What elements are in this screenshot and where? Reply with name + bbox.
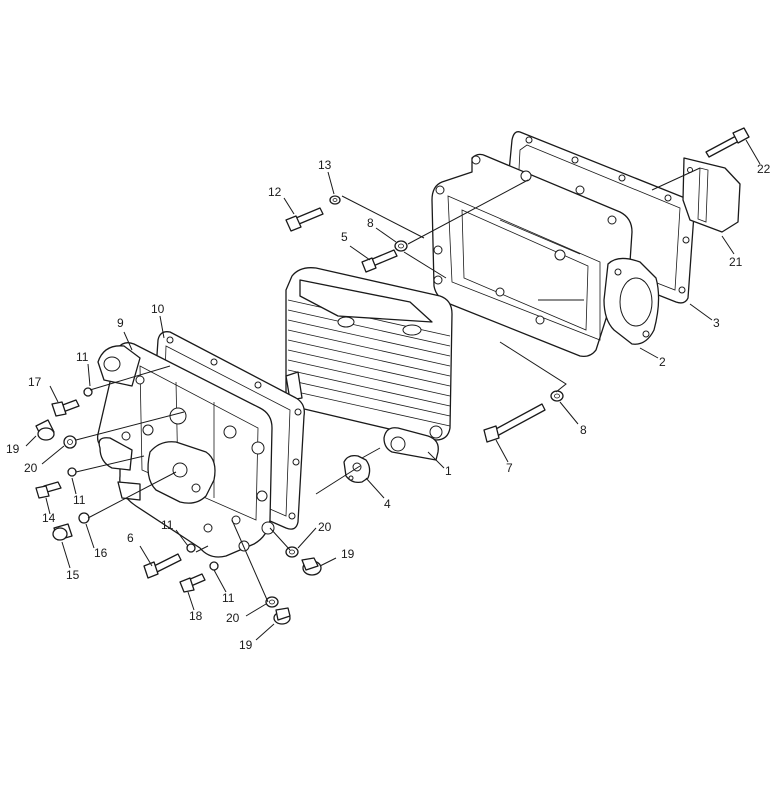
callout-20-b: 20 [318, 520, 332, 534]
callout-7: 7 [506, 461, 513, 475]
bolt-17 [51, 399, 80, 417]
front-housing [96, 342, 275, 558]
callout-11-a: 11 [76, 350, 89, 364]
callout-8-upper: 8 [367, 216, 374, 230]
washer-20-b [285, 546, 299, 558]
callout-14: 14 [42, 511, 56, 525]
washer-13 [329, 195, 341, 205]
callout-12: 12 [268, 185, 282, 199]
washer-8-upper [394, 240, 408, 252]
washer-11-a [83, 387, 93, 397]
washer-8-lower [550, 390, 564, 402]
callout-15: 15 [66, 568, 80, 582]
callout-6: 6 [127, 531, 134, 545]
callout-11-c: 11 [161, 518, 174, 532]
bolt-18 [179, 573, 206, 593]
washer-11-b [67, 467, 77, 477]
callout-1: 1 [445, 464, 452, 478]
callout-19-b: 19 [341, 547, 355, 561]
callout-3: 3 [713, 316, 720, 330]
gasket-4 [343, 454, 371, 484]
oil-cooler-core [285, 267, 453, 461]
callout-8-lower: 8 [580, 423, 587, 437]
callout-5: 5 [341, 230, 348, 244]
callout-2: 2 [659, 355, 666, 369]
callout-20-a: 20 [24, 461, 38, 475]
bolt-22 [705, 127, 750, 158]
bolt-7 [483, 403, 546, 443]
callout-17: 17 [28, 375, 42, 389]
callout-10: 10 [151, 302, 165, 316]
callout-16: 16 [94, 546, 108, 560]
bolt-14 [35, 481, 62, 499]
callout-9: 9 [117, 316, 124, 330]
callout-11-b: 11 [73, 493, 86, 507]
callout-labels: 1 2 3 4 5 6 7 8 8 9 10 11 11 11 11 12 13… [6, 158, 771, 652]
bolt-12 [285, 207, 324, 232]
leader-lines [25, 139, 761, 641]
callout-11-d: 11 [222, 591, 235, 605]
plug-15 [52, 523, 73, 541]
washer-20-c [265, 596, 279, 608]
washer-16 [78, 512, 90, 524]
plug-19-c [273, 607, 291, 625]
callout-19-c: 19 [239, 638, 253, 652]
plug-19-b [301, 557, 322, 576]
bolt-6 [143, 553, 182, 579]
callout-20-c: 20 [226, 611, 240, 625]
callout-18: 18 [189, 609, 203, 623]
bolt-5 [361, 249, 398, 273]
assembly-lines [75, 167, 701, 603]
callout-19-a: 19 [6, 442, 20, 456]
washer-11-c [186, 543, 196, 553]
callout-22: 22 [757, 162, 771, 176]
cover-plate [682, 157, 741, 233]
washer-20-a [63, 435, 77, 449]
callout-13: 13 [318, 158, 332, 172]
callout-21: 21 [729, 255, 743, 269]
plug-19-a [35, 419, 55, 441]
callout-4: 4 [384, 497, 391, 511]
washer-11-d [209, 561, 219, 571]
